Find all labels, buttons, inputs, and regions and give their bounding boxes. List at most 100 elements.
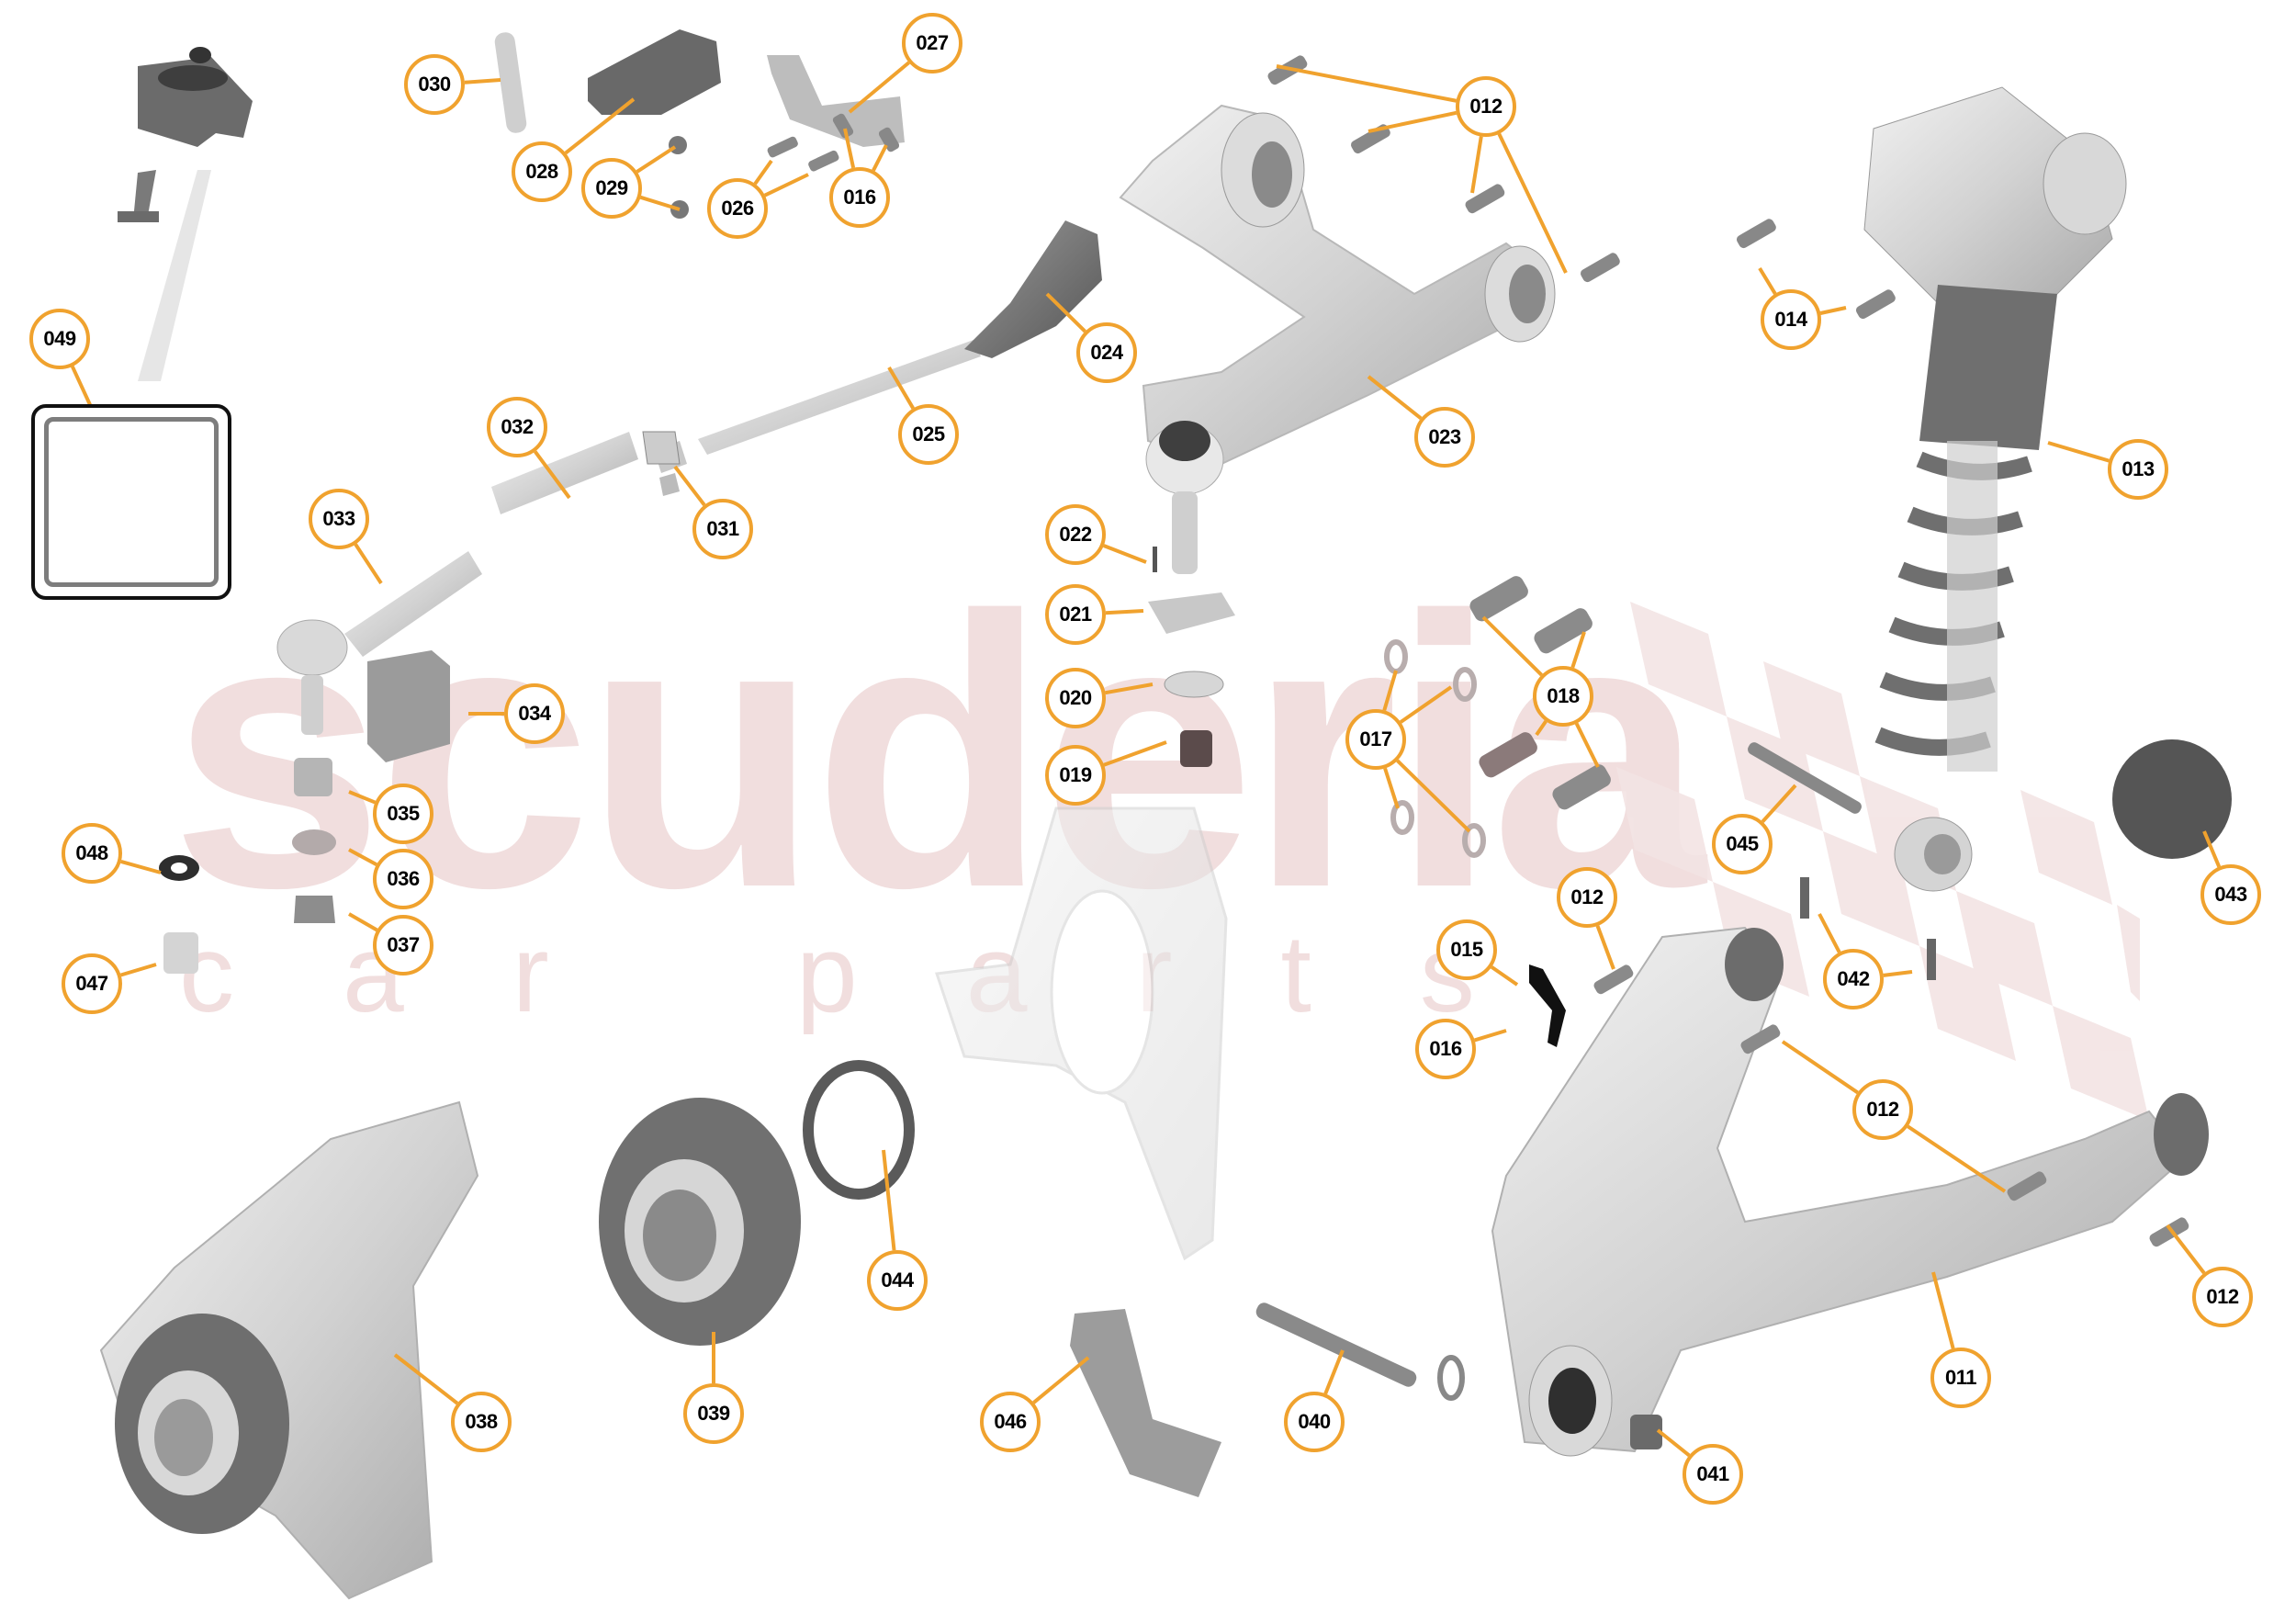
callout-016[interactable]: 016 bbox=[829, 167, 890, 228]
leader-lines bbox=[70, 61, 2222, 1457]
leader-line bbox=[1535, 720, 1548, 737]
leader-line bbox=[1367, 110, 1458, 133]
callout-label: 025 bbox=[912, 423, 945, 445]
leader-line bbox=[1781, 1040, 1859, 1095]
leader-line bbox=[120, 963, 157, 977]
leader-line bbox=[1656, 1428, 1691, 1457]
callout-012[interactable]: 012 bbox=[1557, 867, 1617, 928]
callout-048[interactable]: 048 bbox=[62, 823, 122, 884]
callout-034[interactable]: 034 bbox=[504, 683, 565, 744]
leader-line bbox=[1819, 306, 1847, 315]
callout-label: 011 bbox=[1945, 1366, 1977, 1389]
callout-028[interactable]: 028 bbox=[512, 141, 572, 202]
callout-038[interactable]: 038 bbox=[451, 1392, 512, 1452]
callout-045[interactable]: 045 bbox=[1712, 814, 1773, 874]
leader-line bbox=[464, 78, 501, 85]
callout-label: 038 bbox=[465, 1410, 498, 1433]
lower-control-arm bbox=[1491, 877, 2209, 1457]
leader-line bbox=[1470, 136, 1483, 194]
callout-020[interactable]: 020 bbox=[1045, 668, 1106, 728]
leader-line bbox=[639, 195, 681, 211]
leader-line bbox=[1595, 925, 1615, 970]
leader-line bbox=[534, 450, 571, 500]
callout-041[interactable]: 041 bbox=[1683, 1444, 1743, 1505]
callout-037[interactable]: 037 bbox=[373, 915, 433, 976]
callout-021[interactable]: 021 bbox=[1045, 584, 1106, 645]
coilover-shock-absorber bbox=[1737, 86, 2232, 892]
callout-012[interactable]: 012 bbox=[1852, 1079, 1913, 1140]
callout-030[interactable]: 030 bbox=[404, 54, 465, 115]
leader-line bbox=[1105, 609, 1144, 615]
callout-036[interactable]: 036 bbox=[373, 849, 433, 909]
washers-and-bolts bbox=[1384, 576, 1611, 858]
leader-line bbox=[2166, 1224, 2206, 1275]
leader-line bbox=[1399, 685, 1453, 724]
leader-line bbox=[1883, 970, 1913, 977]
callout-label: 020 bbox=[1059, 686, 1092, 709]
callout-029[interactable]: 029 bbox=[581, 158, 642, 219]
callout-031[interactable]: 031 bbox=[692, 499, 753, 559]
callout-label: 021 bbox=[1059, 603, 1092, 626]
leader-line bbox=[1382, 670, 1398, 711]
callout-026[interactable]: 026 bbox=[707, 178, 768, 239]
callout-016[interactable]: 016 bbox=[1415, 1019, 1476, 1079]
callout-035[interactable]: 035 bbox=[373, 784, 433, 844]
callout-024[interactable]: 024 bbox=[1076, 322, 1137, 383]
callout-042[interactable]: 042 bbox=[1823, 949, 1884, 1009]
callout-014[interactable]: 014 bbox=[1761, 289, 1821, 350]
wheel-hub-bearing bbox=[599, 1060, 915, 1346]
callout-011[interactable]: 011 bbox=[1930, 1348, 1991, 1408]
callout-023[interactable]: 023 bbox=[1414, 407, 1475, 468]
heat-shield-and-bolt bbox=[1070, 1303, 1465, 1497]
callout-label: 034 bbox=[518, 702, 551, 725]
callout-040[interactable]: 040 bbox=[1284, 1392, 1345, 1452]
callout-label: 045 bbox=[1726, 832, 1759, 855]
callout-044[interactable]: 044 bbox=[867, 1250, 928, 1311]
callout-047[interactable]: 047 bbox=[62, 953, 122, 1014]
callout-012[interactable]: 012 bbox=[1456, 76, 1516, 137]
leader-line bbox=[1931, 1271, 1955, 1349]
leader-line bbox=[872, 144, 888, 172]
callout-027[interactable]: 027 bbox=[902, 13, 962, 73]
leader-line bbox=[763, 173, 809, 197]
callout-label: 048 bbox=[75, 841, 108, 864]
callout-043[interactable]: 043 bbox=[2200, 864, 2261, 925]
leader-line bbox=[1761, 784, 1797, 823]
leader-line bbox=[1105, 682, 1154, 695]
leader-line bbox=[348, 848, 377, 867]
callout-025[interactable]: 025 bbox=[898, 404, 959, 465]
callout-label: 015 bbox=[1450, 938, 1483, 961]
callout-017[interactable]: 017 bbox=[1345, 709, 1406, 770]
callout-label: 028 bbox=[525, 160, 558, 183]
callout-039[interactable]: 039 bbox=[683, 1383, 744, 1444]
callout-049[interactable]: 049 bbox=[29, 309, 90, 369]
callout-012[interactable]: 012 bbox=[2192, 1267, 2253, 1327]
callout-label: 016 bbox=[843, 186, 876, 209]
upper-control-arm bbox=[1119, 55, 1620, 574]
callout-label: 030 bbox=[418, 73, 451, 96]
callout-013[interactable]: 013 bbox=[2108, 439, 2168, 500]
leader-line bbox=[887, 366, 915, 410]
callout-018[interactable]: 018 bbox=[1533, 666, 1593, 727]
callout-046[interactable]: 046 bbox=[980, 1392, 1041, 1452]
leader-line bbox=[1367, 375, 1423, 421]
callout-label: 035 bbox=[387, 802, 420, 825]
callout-label: 049 bbox=[43, 327, 76, 350]
callout-019[interactable]: 019 bbox=[1045, 745, 1106, 806]
callout-032[interactable]: 032 bbox=[487, 397, 547, 457]
callout-label: 037 bbox=[387, 933, 420, 956]
steering-knuckle bbox=[99, 1100, 479, 1600]
leader-line bbox=[636, 145, 677, 174]
leader-line bbox=[393, 1353, 459, 1405]
callout-033[interactable]: 033 bbox=[309, 489, 369, 549]
callout-label: 041 bbox=[1696, 1462, 1729, 1485]
callout-015[interactable]: 015 bbox=[1436, 919, 1497, 980]
callout-label: 023 bbox=[1428, 425, 1461, 448]
callout-022[interactable]: 022 bbox=[1045, 504, 1106, 565]
callout-label: 029 bbox=[595, 176, 628, 199]
leader-line bbox=[882, 1149, 896, 1251]
leader-line bbox=[1758, 266, 1777, 295]
callout-label: 043 bbox=[2214, 883, 2247, 906]
leader-line bbox=[1574, 722, 1600, 768]
